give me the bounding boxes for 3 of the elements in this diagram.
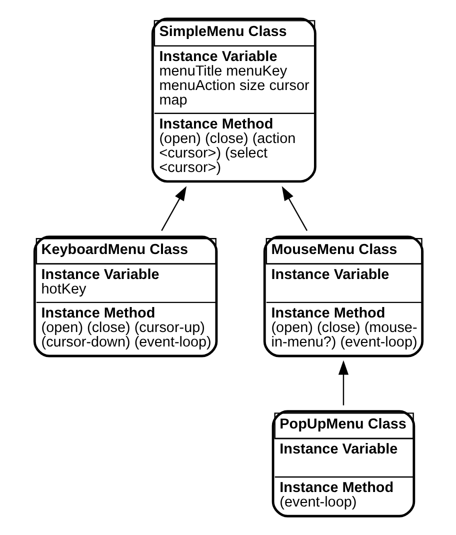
arrow xyxy=(281,186,308,231)
arrow xyxy=(160,186,186,231)
arrow xyxy=(338,360,348,406)
